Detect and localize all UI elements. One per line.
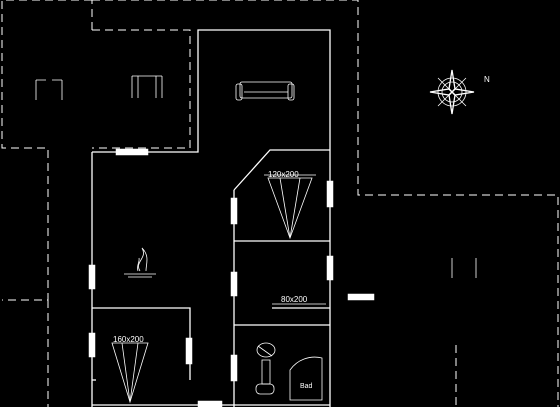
outdoor-marker-right (451, 258, 477, 278)
bed-upper: 120x200 (264, 170, 316, 240)
compass-north-label: N (484, 75, 490, 84)
bed-upper-label: 120x200 (268, 170, 299, 179)
windows (88, 148, 375, 407)
window-bottom (197, 400, 223, 407)
toilet-icon (255, 342, 276, 395)
fireplace-icon (124, 247, 156, 278)
window-upper-bedroom-right (326, 180, 334, 208)
window-terrace (347, 293, 375, 301)
bathroom: Bad (255, 342, 323, 401)
terrace-outline-left (1, 0, 92, 407)
window-bath-left (230, 354, 238, 382)
window-mid-right (326, 255, 334, 281)
bed-lower: 160x200 (111, 335, 149, 404)
bath-label: Bad (300, 383, 313, 390)
compass-icon: N (429, 69, 490, 115)
sofa-icon (235, 81, 295, 101)
window-left-middle (88, 264, 96, 290)
outdoor-bench-left (35, 79, 63, 100)
terrace-outline-top (91, 0, 559, 407)
bed-bunk: 80x200 (272, 295, 326, 305)
bed-bunk-label: 80x200 (281, 295, 308, 304)
window-top-left (115, 148, 149, 156)
window-upper-bedroom-left (230, 197, 238, 225)
outdoor-bench-top (131, 75, 163, 98)
bed-lower-label: 160x200 (113, 335, 144, 344)
window-left-lower (88, 332, 96, 358)
window-mid-left (230, 271, 238, 297)
window-lower-bedroom (185, 337, 193, 365)
